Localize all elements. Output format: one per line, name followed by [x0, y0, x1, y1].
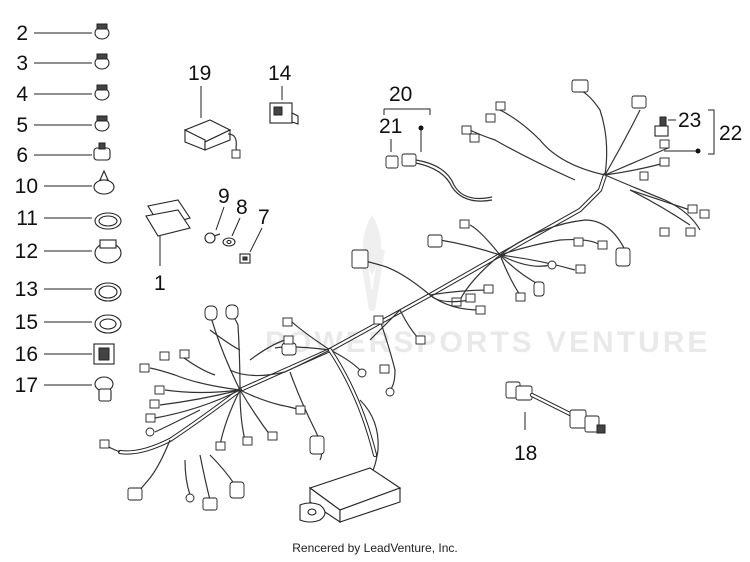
hose-clamp-icon — [94, 23, 110, 40]
part-14-group: 14 — [268, 62, 299, 125]
ecu-module-icon — [299, 467, 402, 524]
nut-clip-icon — [239, 253, 251, 264]
callout-3[interactable]: 3 — [16, 52, 28, 75]
part-18-group: 18 — [505, 381, 606, 465]
callout-17[interactable]: 17 — [15, 374, 38, 397]
bolt-icon — [204, 232, 221, 244]
clip-icon — [94, 376, 114, 402]
part-22-23-group: 23 22 — [654, 109, 742, 155]
callout-7[interactable]: 7 — [258, 206, 270, 229]
callout-11[interactable]: 11 — [16, 207, 38, 230]
hose-clamp-icon — [94, 115, 110, 132]
connector-block-icon — [269, 102, 299, 125]
footer-credit: Rencered by LeadVenture, Inc. — [292, 541, 458, 555]
clip-icon — [93, 142, 111, 161]
left-column: 2 3 4 5 6 10 1 — [15, 22, 122, 402]
callout-10[interactable]: 10 — [15, 175, 38, 198]
adapter-harness-icon — [505, 381, 606, 434]
main-wiring-harness — [99, 79, 710, 524]
cable-clip-icon — [94, 239, 122, 264]
callout-4[interactable]: 4 — [16, 83, 28, 106]
part-19-group: 19 — [183, 62, 241, 159]
part-9-8-7-group: 9 8 7 — [204, 185, 270, 264]
callout-20[interactable]: 20 — [389, 83, 412, 106]
cable-strap-icon — [94, 282, 122, 302]
hose-clamp-icon — [94, 53, 110, 70]
callout-6[interactable]: 6 — [16, 144, 28, 167]
grommet-icon — [145, 199, 191, 237]
cable-strap-icon — [94, 212, 122, 230]
callout-15[interactable]: 15 — [15, 311, 38, 334]
cable-clamp-icon — [94, 314, 122, 334]
part-1-group: 1 — [145, 199, 191, 295]
callout-5[interactable]: 5 — [16, 114, 28, 137]
part-20-21-group: 20 21 — [379, 83, 493, 202]
pigtail-connector-icon — [385, 153, 493, 202]
callout-1[interactable]: 1 — [154, 272, 166, 295]
bracket-clip-icon — [93, 343, 115, 365]
callout-21[interactable]: 21 — [379, 115, 402, 138]
callout-19[interactable]: 19 — [188, 62, 211, 85]
hose-clamp-icon — [94, 84, 110, 101]
relay-icon — [183, 119, 241, 159]
watermark-text: POWERSPORTS VENTURE — [265, 326, 710, 359]
callout-23[interactable]: 23 — [678, 109, 701, 132]
washer-icon — [222, 237, 236, 247]
callout-14[interactable]: 14 — [268, 62, 292, 85]
cable-tie-mount-icon — [93, 169, 115, 195]
callout-22[interactable]: 22 — [719, 122, 742, 145]
fuse-connector-icon — [654, 116, 669, 137]
callout-13[interactable]: 13 — [15, 278, 38, 301]
callout-12[interactable]: 12 — [15, 240, 38, 263]
callout-2[interactable]: 2 — [16, 22, 28, 45]
callout-9[interactable]: 9 — [218, 185, 230, 208]
callout-8[interactable]: 8 — [236, 196, 248, 219]
watermark: POWERSPORTS VENTURE — [265, 215, 710, 359]
callout-16[interactable]: 16 — [15, 343, 38, 366]
callout-18[interactable]: 18 — [514, 442, 537, 465]
